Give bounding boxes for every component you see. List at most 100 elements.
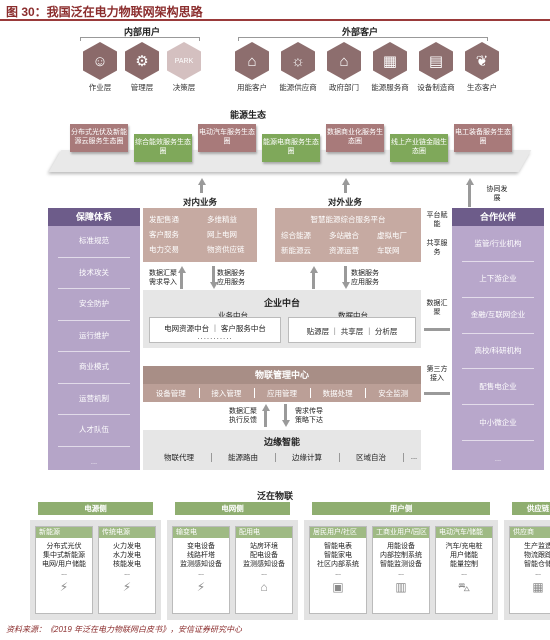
external-customers-bracket <box>238 37 488 41</box>
iot-center-item: 设备管理 <box>155 389 186 398</box>
device-card-line: 智能仓储 <box>524 561 550 569</box>
external-business-item: 虚拟电厂 <box>377 231 407 240</box>
external-business-header: 智慧能源综合服务平台 <box>310 215 386 224</box>
figure-title: 图 30：我国泛在电力物联网架构思路 <box>6 5 203 19</box>
data-service-right-label: 数据服务应用服务 <box>351 270 379 286</box>
internal-business-item: 发配售通 <box>149 215 179 224</box>
edge-item: 边缘计算 <box>292 453 322 462</box>
external-customers-item: ☼ 能源供应商 <box>268 42 328 93</box>
edge-divider <box>403 453 404 462</box>
device-card: 供应商生产监造物流跟踪智能仓储...▦ <box>509 526 550 614</box>
business-center-title: 业务中台 <box>218 311 248 320</box>
data-center-box: 贴源层 ｜ 共享层 ｜ 分析层 <box>288 317 416 343</box>
external-customers-item: ⌂政府部门 <box>314 42 374 93</box>
factory-icon: ▥ <box>395 580 407 595</box>
data-gather-left-label: 数据汇聚需求导入 <box>149 270 177 286</box>
edge-layer: 边缘智能 物联代理能源路由边缘计算区域自治... <box>143 430 421 470</box>
side-divider <box>58 414 130 415</box>
external-customers-title: 外部客户 <box>341 27 378 37</box>
external-customers-label: 能源供应商 <box>279 83 317 92</box>
warehouse-icon: ▦ <box>532 580 544 595</box>
side-divider <box>58 256 130 258</box>
internal-business-item: 电力交易 <box>149 245 179 254</box>
arrow-shaft-left-down <box>212 266 215 282</box>
device-card-line: 火力发电 <box>113 543 141 550</box>
data-gather-right-label: 数据汇聚 <box>426 300 448 316</box>
device-card-title: 新能源 <box>36 527 92 538</box>
device-card-title: 供应商 <box>510 527 550 538</box>
ecosystem-blocks: 分布式光伏及新能源云服务生态圈综合能效服务生态圈电动汽车服务生态圈能源电商服务生… <box>70 118 520 168</box>
support-system-item: 安全防护 <box>79 299 109 309</box>
device-card-title: 输变电 <box>173 527 229 538</box>
external-business-item: 新能源云 <box>281 246 311 255</box>
partners-panel: 合作伙伴 监管/行业机构上下游企业金融/互联网企业高校/科研机构配售电企业中小微… <box>452 208 544 470</box>
data-service-left-label: 数据服务应用服务 <box>217 270 245 286</box>
iot-group-panel: 居民用户/社区智能电表智能家电社区内部系统...▣工商业用户/园区用能设备内部控… <box>304 520 498 620</box>
external-business-item: 车联网 <box>377 246 400 255</box>
edge-divider <box>211 453 212 462</box>
external-customers-label: 能源服务商 <box>371 83 409 92</box>
side-divider <box>462 332 534 334</box>
support-system-item: 人才队伍 <box>79 425 109 435</box>
shared-service-label: 共享服务 <box>426 240 448 256</box>
internal-business-item: 多维精益 <box>207 215 237 224</box>
external-customers-item: ▦ 能源服务商 <box>360 42 420 93</box>
substation-icon: ⌂ <box>260 580 268 595</box>
title-divider <box>0 19 550 21</box>
collab-label: 协同发展 <box>486 186 508 202</box>
energy-ecosystem-title: 能源生态 <box>230 110 267 120</box>
iot-group-panel: 新能源分布式光伏集中式新能源电网/用户储能...⚡传统电源火力发电水力发电核能发… <box>30 520 161 620</box>
side-divider <box>462 296 534 298</box>
device-card-title: 工商业用户/园区 <box>373 527 429 538</box>
external-business-box: 智慧能源综合服务平台 综合能源多站融合虚拟电厂新能源云资源运营车联网 <box>275 208 421 262</box>
building-icon: ▦ <box>373 42 407 80</box>
plant-icon: ❦ <box>465 42 499 80</box>
partners-item: 中小微企业 <box>479 417 517 427</box>
device-card: 输变电变电设备线路杆塔监测感知设备...⚡ <box>172 526 230 614</box>
edge-item: 区域自治 <box>356 453 386 462</box>
device-card: 工商业用户/园区用能设备内部控制系统智能监测设备...▥ <box>372 526 430 614</box>
device-card-line: 配电设备 <box>250 552 278 560</box>
arrow-up-external <box>342 178 350 185</box>
arrow-up-left-biz <box>178 266 186 273</box>
third-party-label: 第三方接入 <box>426 366 448 382</box>
partners-item: 金融/互联网企业 <box>470 310 526 320</box>
support-system-item: 商业模式 <box>79 362 109 372</box>
data-gather-right-arrow <box>424 328 450 331</box>
side-divider <box>462 404 534 406</box>
internal-users-item: ⚙管理层 <box>112 42 172 93</box>
ecosystem-block: 综合能效服务生态圈 <box>134 134 192 162</box>
ecosystem-block: 线上产业链金融生态圈 <box>390 134 448 162</box>
device-card: 居民用户/社区智能电表智能家电社区内部系统...▣ <box>309 526 367 614</box>
arrow-up-internal <box>198 178 206 185</box>
device-card-line: ... <box>398 570 404 578</box>
device-card-line: ... <box>198 570 204 578</box>
edge-divider <box>339 453 340 462</box>
device-card-title: 传统电源 <box>99 527 155 538</box>
arrow-shaft-left-up <box>180 273 183 289</box>
support-system-items: 标准规范技术攻关安全防护运行维护商业模式运营机制人才队伍... <box>48 226 140 477</box>
internal-users-bracket <box>80 37 200 41</box>
arrow-shaft-external <box>344 185 347 193</box>
side-divider <box>58 445 130 447</box>
device-card-line: 社区内部系统 <box>317 561 359 569</box>
ubiquitous-iot-title: 泛在物联 <box>256 491 293 501</box>
iot-group-head: 电源侧 <box>38 502 153 515</box>
enterprise-platform-title: 企业中台 <box>263 298 300 308</box>
side-divider <box>462 440 534 442</box>
data-center-title: 数据中台 <box>338 311 368 320</box>
arrow-shaft-internal <box>200 185 203 193</box>
transmission-icon: ⚡ <box>196 580 206 595</box>
bulb-icon: ☼ <box>281 42 315 80</box>
device-card-line: ... <box>535 570 541 578</box>
iot-center-item: 数据处理 <box>322 389 353 398</box>
internal-users-item: ☺作业层 <box>70 42 130 93</box>
iot-divider <box>365 388 367 398</box>
device-card-line: 用户储能 <box>450 552 478 560</box>
device-card: 新能源分布式光伏集中式新能源电网/用户储能...⚡ <box>35 526 93 614</box>
internal-business-item: 客户服务 <box>149 230 179 239</box>
external-business-item: 多站融合 <box>329 231 359 240</box>
external-customers-label: 设备制造商 <box>417 83 455 92</box>
internal-business-item: 物资供应链 <box>207 245 245 254</box>
device-card-line: 能量控制 <box>450 561 478 569</box>
